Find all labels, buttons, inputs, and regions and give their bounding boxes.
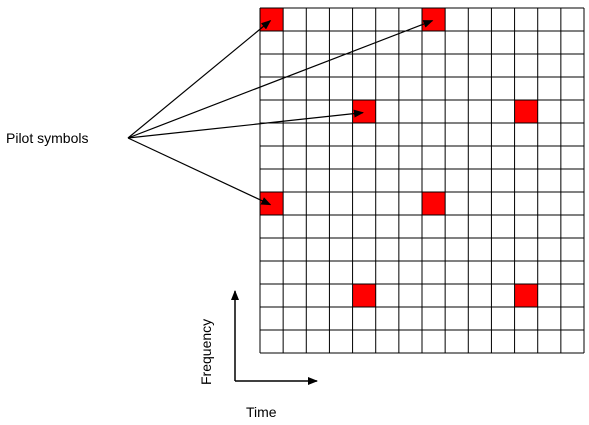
pilot-symbol-cell (260, 8, 284, 31)
pilot-symbol-cell (422, 192, 446, 215)
grid-lines (259, 7, 585, 354)
pilot-symbol-cell (422, 8, 446, 31)
frequency-axis-label: Frequency (198, 319, 214, 385)
pilot-symbol-cell (514, 100, 538, 123)
pilot-arrows (127, 20, 434, 206)
pilot-symbol-cell (514, 284, 538, 307)
pilot-symbol-cell (260, 192, 284, 215)
pilot-symbol-cell (352, 100, 376, 123)
time-axis-label: Time (246, 404, 277, 420)
pilot-pointer-arrow (127, 20, 434, 139)
pilot-pointer-arrow (127, 137, 272, 206)
pilot-symbols-label: Pilot symbols (6, 130, 88, 146)
pilot-pointer-arrow (127, 20, 272, 139)
pilot-symbol-cell (352, 284, 376, 307)
pilot-pointer-arrow (127, 109, 364, 139)
